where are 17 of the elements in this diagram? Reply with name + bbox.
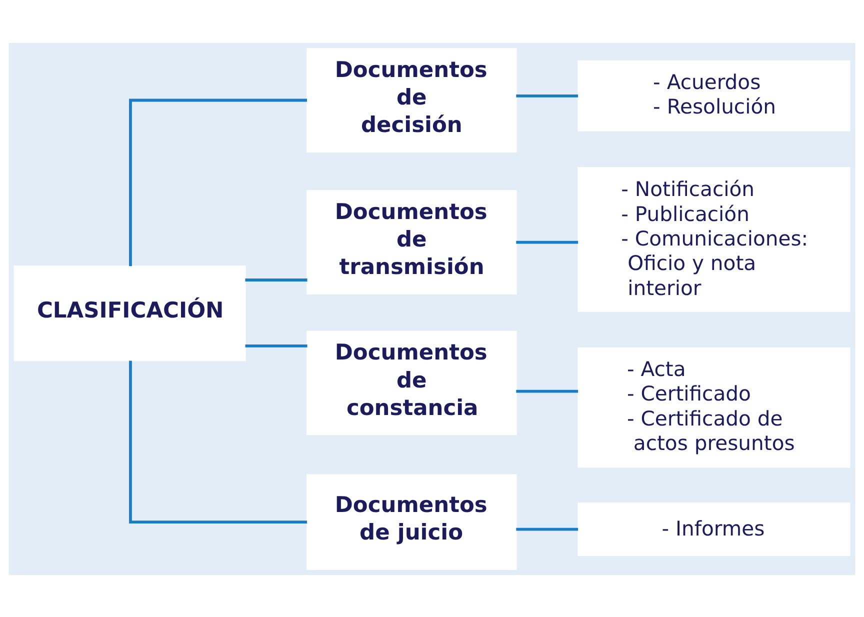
node-box: - Acuerdos - Resolución <box>578 60 850 131</box>
node-box: CLASIFICACIÓN <box>14 265 246 361</box>
connector <box>129 98 307 266</box>
node-box: - Informes <box>578 502 850 556</box>
connector <box>129 360 307 524</box>
connector <box>516 389 578 392</box>
node-box: Documentos de constancia <box>306 330 517 435</box>
connector <box>245 278 308 281</box>
node-box: - Notificación - Publicación - Comunicaciones: Oficio y nota interior <box>578 166 850 312</box>
connector <box>516 94 578 97</box>
node-box: Documentos de juicio <box>306 474 517 570</box>
node-box: Documentos de decisión <box>306 48 517 152</box>
node-box: - Acta - Certificado - Certificado de actos presuntos <box>578 346 850 468</box>
node-box: Documentos de transmisión <box>306 190 517 294</box>
connector <box>516 527 578 530</box>
connector <box>516 240 578 244</box>
connector <box>245 344 308 347</box>
